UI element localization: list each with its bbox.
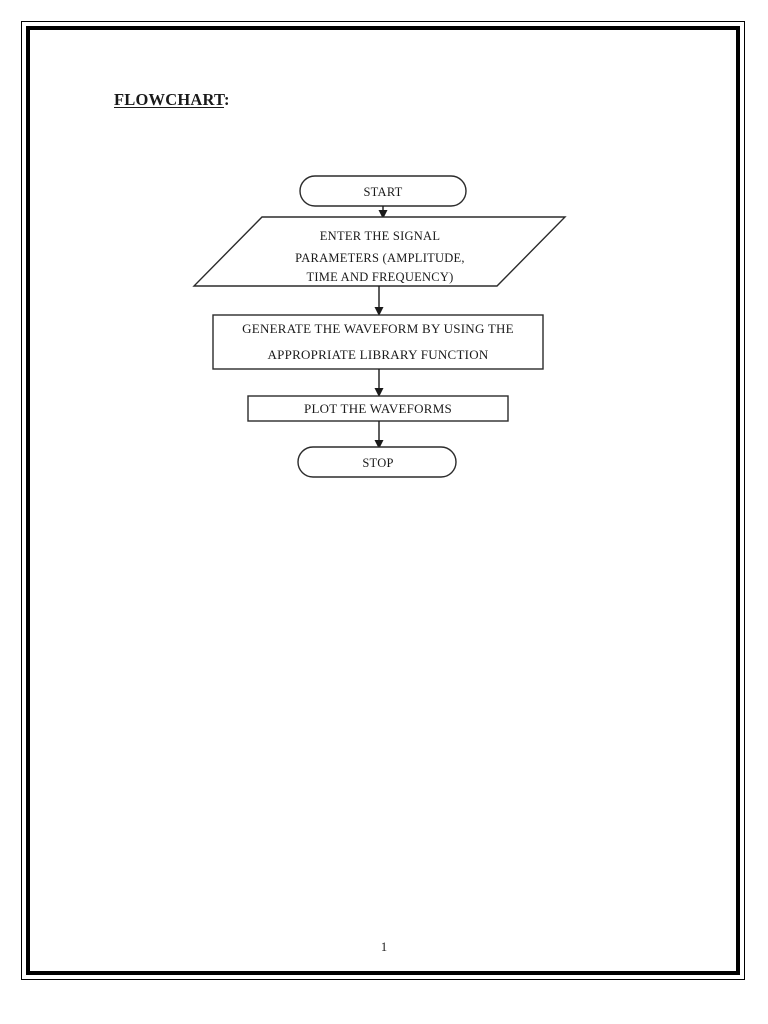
flowchart-edge-generate-to-plot <box>374 369 384 397</box>
flowchart-node-stop-label: STOP <box>362 456 393 470</box>
flowchart-node-plot-label: PLOT THE WAVEFORMS <box>304 401 452 416</box>
flowchart-node-plot-waveforms: PLOT THE WAVEFORMS <box>247 395 509 422</box>
flowchart-node-input-params-line-2: PARAMETERS (AMPLITUDE, <box>295 251 465 265</box>
arrowhead-icon <box>374 440 384 449</box>
page-title-text: FLOWCHART <box>114 90 225 109</box>
page-border-inner <box>26 26 740 975</box>
page-title-colon: : <box>224 90 230 109</box>
flowchart-node-input-params: ENTER THE SIGNAL PARAMETERS (AMPLITUDE, … <box>192 216 567 287</box>
flowchart-node-generate-waveform: GENERATE THE WAVEFORM BY USING THE APPRO… <box>212 314 544 370</box>
flowchart-edge-start-to-input <box>378 206 388 219</box>
page-number: 1 <box>380 940 388 954</box>
flowchart-node-stop: STOP <box>297 446 457 478</box>
input-output-shape <box>192 216 567 287</box>
process-shape-plot <box>247 395 509 422</box>
flowchart-node-start: START <box>299 175 467 207</box>
page-border-outer <box>21 21 745 980</box>
arrowhead-icon <box>374 307 384 316</box>
process-shape-generate <box>212 314 544 370</box>
flowchart-node-input-params-line-3: TIME AND FREQUENCY) <box>306 270 453 284</box>
flowchart-node-generate-line-1: GENERATE THE WAVEFORM BY USING THE <box>242 321 514 336</box>
arrowhead-icon <box>374 388 384 397</box>
flowchart-node-generate-line-2: APPROPRIATE LIBRARY FUNCTION <box>267 347 488 362</box>
flowchart-node-input-params-line-1: ENTER THE SIGNAL <box>320 229 440 243</box>
flowchart-edge-plot-to-stop <box>374 421 384 449</box>
flowchart-node-start-label: START <box>363 185 402 199</box>
terminator-shape-stop <box>297 446 457 478</box>
arrowhead-icon <box>378 210 388 219</box>
page-title: FLOWCHART: <box>114 90 230 110</box>
flowchart-edge-input-to-generate <box>374 286 384 316</box>
